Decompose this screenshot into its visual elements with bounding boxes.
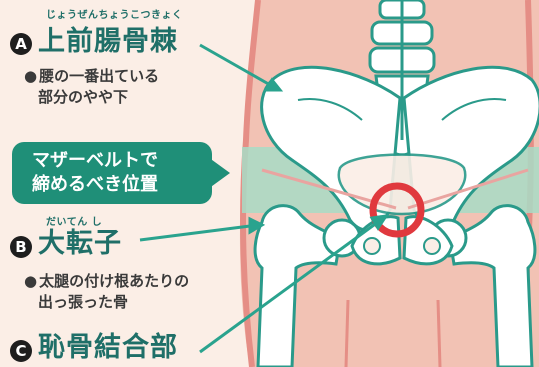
inner-leg-left xyxy=(344,299,350,367)
callout-line-1: マザーベルトで xyxy=(32,150,158,171)
marker-a-icon: A xyxy=(10,33,32,55)
pubic-symphysis-highlight xyxy=(369,182,425,238)
pointer-arrows xyxy=(139,43,390,354)
callout-arrow-icon xyxy=(208,157,230,189)
callout-line-2: 締めるべき位置 xyxy=(32,174,158,195)
label-b-ruby: だいてん し xyxy=(46,217,103,228)
label-a-term: 上前腸骨棘 xyxy=(38,26,178,57)
label-b-term: 大転子 xyxy=(38,228,122,259)
inner-leg-right xyxy=(436,299,442,367)
label-a-note-line-1: 腰の一番出ている xyxy=(39,67,160,85)
label-b-note-line-2: 出っ張った骨 xyxy=(38,293,129,311)
label-c-term: 恥骨結合部 xyxy=(38,332,178,363)
label-b-note-line-1: 太腿の付け根あたりの xyxy=(39,272,190,290)
marker-b-icon: B xyxy=(10,236,32,258)
femur-left xyxy=(253,204,342,367)
label-a-ruby: じょうぜんちょうこつきょく xyxy=(46,10,183,21)
label-a-note-line-2: 部分のやや下 xyxy=(38,88,129,106)
marker-c-icon: C xyxy=(10,340,32,362)
label-a-note: ●腰の一番出ている 部分のやや下 xyxy=(24,67,160,106)
label-b-note: ●太腿の付け根あたりの 出っ張った骨 xyxy=(24,272,190,311)
belt-position-callout: マザーベルトで 締めるべき位置 xyxy=(12,142,212,204)
femur-right xyxy=(448,204,537,367)
